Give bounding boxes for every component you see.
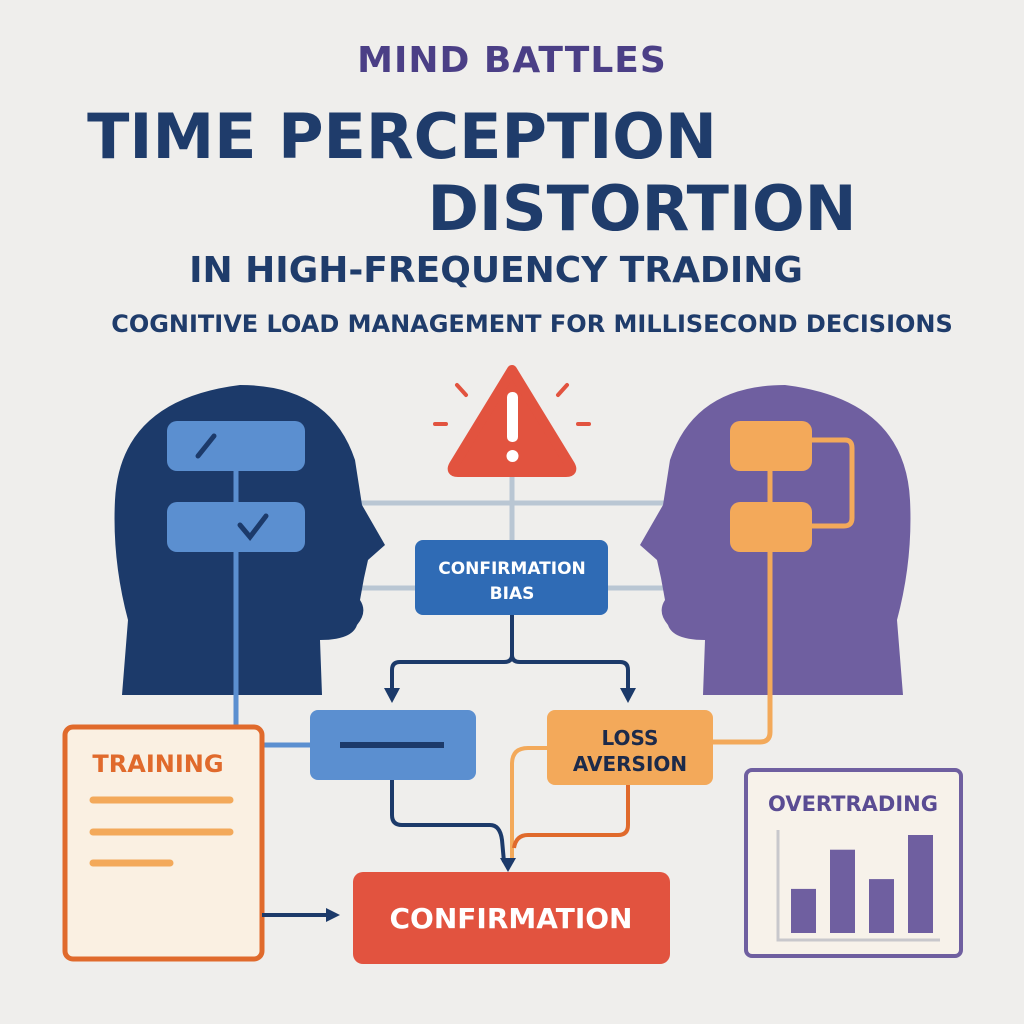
training-lines <box>89 796 234 867</box>
overtrading-bars <box>791 835 933 933</box>
loss-connectors <box>390 746 630 863</box>
confirmation-box <box>353 872 670 964</box>
overtrading-axes <box>776 830 940 942</box>
arrow-head-bottom <box>500 858 516 872</box>
checkmark-icon <box>237 513 269 542</box>
warning-icon <box>433 365 591 477</box>
series-title: MIND BATTLES <box>357 40 667 81</box>
loss-aversion-box <box>547 710 713 785</box>
subtitle: COGNITIVE LOAD MANAGEMENT FOR MILLISECON… <box>111 310 953 338</box>
minus-bar-icon <box>340 742 444 748</box>
left-head-box-1 <box>167 421 305 471</box>
right-head-box-1 <box>730 421 812 471</box>
arrow-head-right <box>620 688 636 703</box>
title-line-2: DISTORTION <box>427 172 857 245</box>
title-line-3: IN HIGH-FREQUENCY TRADING <box>189 250 803 291</box>
slash-icon <box>195 433 217 459</box>
confirmation-bias-box <box>415 540 608 615</box>
overtrading-bar <box>791 888 816 933</box>
title-line-1: TIME PERCEPTION <box>87 100 717 173</box>
training-card <box>62 724 265 962</box>
branch-arrows <box>390 615 630 690</box>
overtrading-bar <box>869 879 894 933</box>
confirmation-bias-label-2: BIAS <box>490 584 535 604</box>
right-head-box-2 <box>730 502 812 552</box>
training-label: TRAINING <box>92 750 223 778</box>
arrow-head-left <box>384 688 400 703</box>
left-head-box-2 <box>167 502 305 552</box>
overtrading-bar <box>908 835 933 933</box>
loss-aversion-label-1: LOSS <box>602 726 659 750</box>
confirmation-label: CONFIRMATION <box>389 902 632 935</box>
loss-aversion-label-2: AVERSION <box>573 752 687 776</box>
overtrading-label: OVERTRADING <box>768 792 938 816</box>
confirmation-bias-label-1: CONFIRMATION <box>438 559 586 579</box>
overtrading-bar <box>830 849 855 933</box>
training-arrow-head <box>326 908 340 922</box>
